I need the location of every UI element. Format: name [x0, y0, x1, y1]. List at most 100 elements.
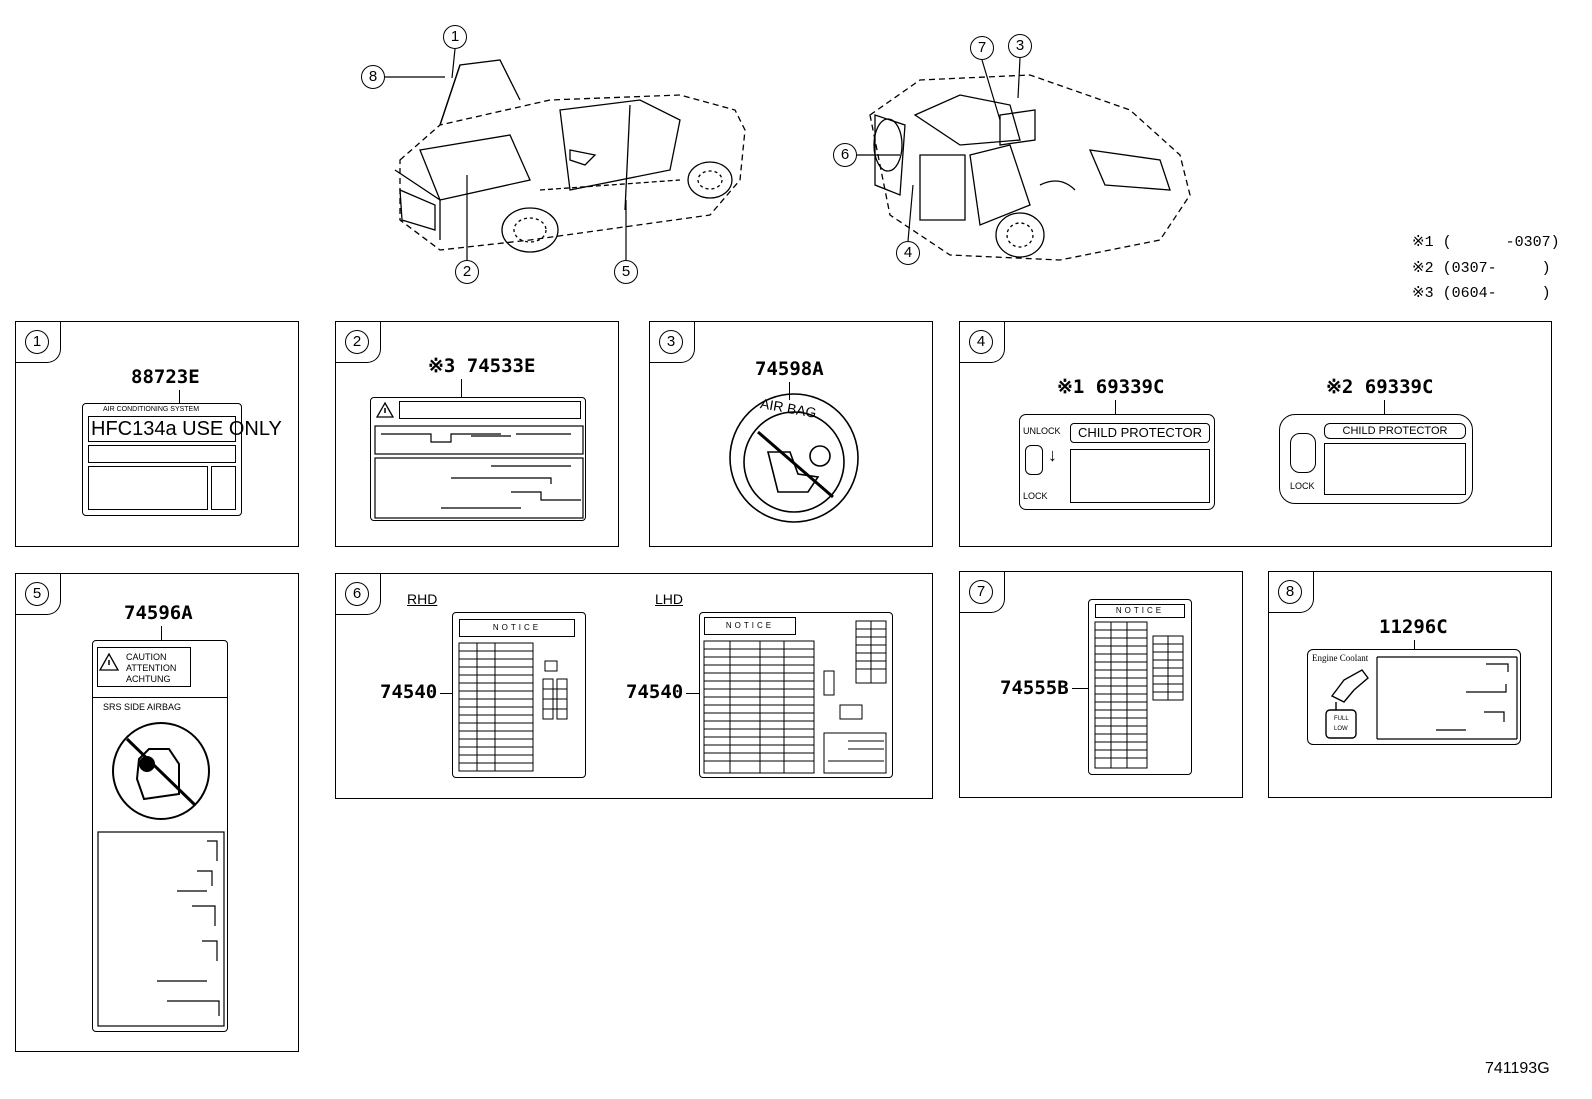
- notice-header: NOTICE: [1095, 604, 1185, 618]
- rhd-notice-label: NOTICE: [452, 612, 586, 778]
- child-protector-body-a: [1070, 449, 1210, 503]
- leader-line: [179, 390, 181, 410]
- panel-2: 2 ※3 74533E: [335, 321, 619, 547]
- leader-line: [161, 626, 163, 642]
- panel-8: 8 11296C Engine Coolant FULL LOW: [1268, 571, 1552, 798]
- notice-header: NOTICE: [459, 619, 575, 637]
- part-number: 74596A: [124, 602, 193, 624]
- part-number-rhd: 74540: [380, 681, 438, 703]
- ac-label-box-right: [211, 466, 236, 510]
- panel-tab: 7: [959, 571, 1005, 613]
- rhd-heading: RHD: [407, 591, 438, 607]
- panel-tab: 8: [1268, 571, 1314, 613]
- callout-1: 1: [443, 25, 467, 49]
- lock-switch-icon: [1290, 433, 1316, 473]
- panel-number: 2: [345, 330, 369, 354]
- leader-line: [686, 693, 700, 695]
- car-front-view-illustration: [394, 59, 746, 253]
- leader-line: [1072, 688, 1088, 690]
- part-number-b: ※2 69339C: [1326, 376, 1434, 398]
- lhd-notice-label: NOTICE: [699, 612, 893, 778]
- panel-number: 4: [969, 330, 993, 354]
- warning-label: [370, 397, 586, 521]
- leader-line: [461, 379, 463, 399]
- caution-line-3: ACHTUNG: [126, 674, 171, 684]
- panel-tab: 4: [959, 321, 1005, 363]
- panel-tab: 3: [649, 321, 695, 363]
- notice-header: NOTICE: [704, 617, 796, 635]
- caution-box: CAUTION ATTENTION ACHTUNG: [97, 647, 191, 687]
- panel-5: 5 74596A CAUTION ATTENTION ACHTUNG SRS S…: [15, 573, 299, 1052]
- leader-line: [1414, 640, 1416, 652]
- no-child-leaning-icon: [112, 722, 210, 820]
- engine-coolant-title: Engine Coolant: [1312, 653, 1369, 663]
- panel-3: 3 74598A AIR BAG: [649, 321, 933, 547]
- car-rear-view-illustration: [869, 74, 1191, 261]
- leader-line: [1384, 400, 1386, 416]
- panel-tab: 6: [335, 573, 381, 615]
- side-airbag-label: CAUTION ATTENTION ACHTUNG SRS SIDE AIRBA…: [92, 640, 228, 1032]
- caution-line-1: CAUTION: [126, 652, 167, 662]
- part-number: 88723E: [131, 366, 200, 388]
- lhd-heading: LHD: [655, 591, 684, 607]
- leader-line: [1115, 400, 1117, 416]
- leader-line: [789, 382, 791, 400]
- legend-note-3: ※3 (0604- ): [1412, 285, 1551, 302]
- diagram-code: 741193G: [1485, 1060, 1550, 1077]
- panel-tab: 2: [335, 321, 381, 363]
- side-airbag-subtitle: SRS SIDE AIRBAG: [103, 702, 182, 712]
- callout-7: 7: [970, 36, 994, 60]
- warning-label-blocks: [374, 425, 584, 519]
- notice-table: [703, 620, 887, 774]
- panel-tab: 5: [15, 573, 61, 615]
- lock-text: LOCK: [1023, 491, 1048, 501]
- child-protector-label-a: UNLOCK CHILD PROTECTOR ↓ LOCK: [1019, 414, 1215, 510]
- callout-8: 8: [361, 65, 385, 89]
- ac-label: AIR CONDITIONING SYSTEM HFC134a USE ONLY: [82, 403, 282, 516]
- lock-switch-icon: [1025, 445, 1043, 475]
- panel-7: 7 74555B NOTICE: [959, 571, 1243, 798]
- callout-6: 6: [833, 143, 857, 167]
- engine-coolant-label: Engine Coolant FULL LOW: [1307, 649, 1521, 745]
- ac-label-main-box: HFC134a USE ONLY: [88, 416, 282, 442]
- part-number: 74598A: [755, 358, 824, 380]
- caution-line-2: ATTENTION: [126, 663, 177, 673]
- notice-table: [458, 642, 568, 772]
- lock-text: LOCK: [1290, 481, 1315, 491]
- panel-number: 5: [25, 582, 49, 606]
- warning-header: [399, 401, 581, 419]
- side-airbag-text-block: [97, 831, 225, 1027]
- arrow-down-icon: ↓: [1048, 445, 1057, 465]
- legend-note-2: ※2 (0307- ): [1412, 260, 1551, 277]
- callout-4: 4: [896, 241, 920, 265]
- warning-triangle-icon: [98, 652, 120, 671]
- warning-triangle-icon: [375, 401, 395, 418]
- part-number: ※3 74533E: [428, 355, 536, 377]
- divider: [93, 697, 227, 698]
- panel-number: 7: [969, 580, 993, 604]
- notice-table: [1094, 621, 1184, 769]
- panel-4: 4 ※1 69339C UNLOCK CHILD PROTECTOR ↓ LOC…: [959, 321, 1552, 547]
- panel-number: 3: [659, 330, 683, 354]
- leader-line: [440, 693, 454, 695]
- panel-tab: 1: [15, 321, 61, 363]
- airbag-no-child-seat-icon: [729, 393, 859, 523]
- ac-label-header: AIR CONDITIONING SYSTEM: [103, 406, 200, 413]
- callout-2: 2: [455, 260, 479, 284]
- callout-leader-lines: [385, 48, 1021, 260]
- coolant-text-block: [1376, 656, 1518, 740]
- coolant-bottle-icon: [1325, 669, 1369, 739]
- ac-label-box-left: [88, 466, 208, 510]
- panel-number: 1: [25, 330, 49, 354]
- part-number-lhd: 74540: [626, 681, 684, 703]
- callout-5: 5: [614, 260, 638, 284]
- panel-number: 6: [345, 582, 369, 606]
- ac-label-row: [88, 445, 236, 463]
- panel-number: 8: [1278, 580, 1302, 604]
- ac-label-main-text: HFC134a USE ONLY: [91, 418, 282, 440]
- part-number-a: ※1 69339C: [1057, 376, 1165, 398]
- low-mark: LOW: [1334, 726, 1348, 732]
- full-mark: FULL: [1334, 716, 1349, 722]
- panel-6: 6 RHD LHD 74540 NOTICE 74540 NOTICE: [335, 573, 933, 799]
- part-number: 74555B: [1000, 677, 1069, 699]
